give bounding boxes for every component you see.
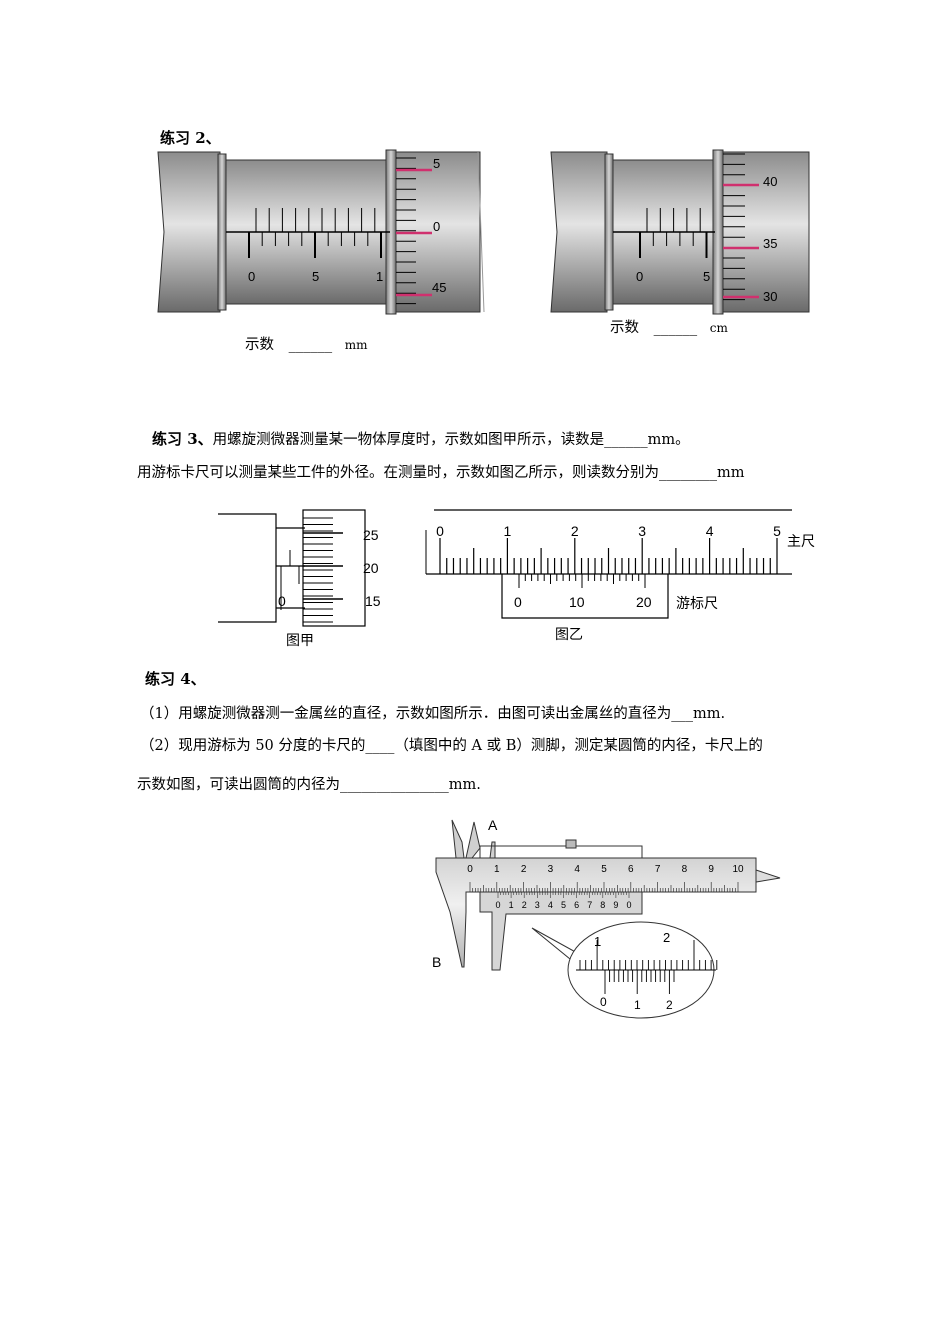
- vernier-scale-label: 7: [587, 900, 592, 910]
- micrometer-figure-2: 0 5 40 35 30: [550, 149, 810, 315]
- thimble-label: 5: [433, 156, 440, 171]
- vernier-figure-yi: 0 1 2 3 4 5 0 10 20 主尺 游标尺 图乙: [425, 509, 815, 642]
- exercise-3-line-2: 用游标卡尺可以测量某些工件的外径。在测量时，示数如图乙所示，则读数分别为____…: [137, 465, 745, 481]
- vernier-scale-label: 2: [522, 900, 527, 910]
- exercise-4-question-2-cont: 示数如图，可读出圆筒的内径为_______________mm.: [137, 777, 481, 793]
- exercise-4-question-1: （1）用螺旋测微器测一金属丝的直径，示数如图所示．由图可读出金属丝的直径为___…: [140, 706, 726, 722]
- exercise-3-line-1: 练习 3、用螺旋测微器测量某一物体厚度时，示数如图甲所示，读数是______mm…: [152, 428, 690, 449]
- main-scale-name: 主尺: [787, 533, 815, 549]
- vernier-scale-label: 0: [626, 900, 631, 910]
- exercise-4-heading: 练习 4、: [145, 670, 206, 688]
- zoom-vernier-label: 0: [600, 995, 607, 1009]
- zoom-main-label: 1: [594, 934, 601, 949]
- exercise-3-heading: 练习 3、: [152, 430, 213, 448]
- answer-blank[interactable]: ______: [653, 320, 698, 336]
- main-scale-label: 8: [682, 864, 688, 875]
- vernier-scale-label: 6: [574, 900, 579, 910]
- vernier-scale-name: 游标尺: [676, 595, 718, 611]
- main-scale-label: 6: [628, 864, 634, 875]
- vernier-scale-label: 1: [509, 900, 514, 910]
- main-scale-label: 7: [655, 864, 661, 875]
- main-scale-label: 4: [574, 864, 580, 875]
- thimble-label: 20: [363, 560, 379, 576]
- question-text: 用螺旋测微器测量某一物体厚度时，示数如图甲所示，读数是______mm。: [212, 432, 690, 448]
- vernier-label: 10: [569, 594, 585, 610]
- thimble-label: 35: [763, 236, 777, 251]
- vernier-scale-label: 4: [548, 900, 553, 910]
- reading-line-2: 示数 ______ cm: [610, 316, 728, 337]
- scale-label: 0: [248, 269, 255, 284]
- answer-blank[interactable]: ______: [288, 337, 333, 353]
- vernier-scale-label: 8: [600, 900, 605, 910]
- exercise-2-heading: 练习 2、: [160, 129, 221, 147]
- main-scale-label: 9: [708, 864, 714, 875]
- vernier-label: 20: [636, 594, 652, 610]
- jaw-b-label: B: [432, 954, 441, 970]
- scale-label: 0: [278, 593, 286, 609]
- zoom-vernier-label: 1: [634, 998, 641, 1012]
- figure-caption: 图乙: [555, 626, 583, 642]
- main-scale-label: 2: [571, 523, 579, 539]
- main-scale-label: 2: [521, 864, 527, 875]
- scale-label: 5: [703, 269, 710, 284]
- micrometer-figure-jia: 0 25 20 15 图甲: [218, 509, 381, 648]
- jaw-a-label: A: [488, 817, 498, 833]
- exercise-4-question-2: （2）现用游标为 50 分度的卡尺的____（填图中的 A 或 B）测脚，测定某…: [140, 738, 763, 754]
- micrometer-figure-1: 0 5 1 5 0 45: [157, 149, 485, 315]
- scale-label: 1: [376, 269, 383, 284]
- main-scale-label: 3: [548, 864, 554, 875]
- vernier-scale-label: 9: [613, 900, 618, 910]
- zoom-main-label: 2: [663, 930, 670, 945]
- main-scale-label: 4: [706, 523, 714, 539]
- thimble-label: 25: [363, 527, 379, 543]
- vernier-scale-label: 0: [495, 900, 500, 910]
- unit-label: cm: [709, 321, 728, 335]
- scale-label: 5: [312, 269, 319, 284]
- figure-caption: 图甲: [286, 632, 314, 648]
- thimble-label: 30: [763, 289, 777, 304]
- thimble-label: 0: [433, 219, 440, 234]
- unit-label: mm: [344, 338, 368, 352]
- vernier-label: 0: [514, 594, 522, 610]
- main-scale-label: 0: [436, 523, 444, 539]
- main-scale-label: 5: [601, 864, 607, 875]
- reading-label: 示数: [245, 337, 274, 353]
- reading-label: 示数: [610, 320, 639, 336]
- reading-line-1: 示数 ______ mm: [245, 333, 367, 354]
- zoom-vernier-label: 2: [666, 998, 673, 1012]
- scale-label: 0: [636, 269, 643, 284]
- main-scale-label: 10: [732, 864, 744, 875]
- thimble-label: 15: [365, 593, 381, 609]
- thimble-label: 40: [763, 174, 777, 189]
- vernier-scale-label: 3: [535, 900, 540, 910]
- main-scale-label: 0: [467, 864, 473, 875]
- main-scale-label: 5: [773, 523, 781, 539]
- main-scale-label: 3: [638, 523, 646, 539]
- vernier-scale-label: 5: [561, 900, 566, 910]
- main-scale-label: 1: [504, 523, 512, 539]
- thimble-label: 45: [432, 280, 446, 295]
- main-scale-label: 1: [494, 864, 500, 875]
